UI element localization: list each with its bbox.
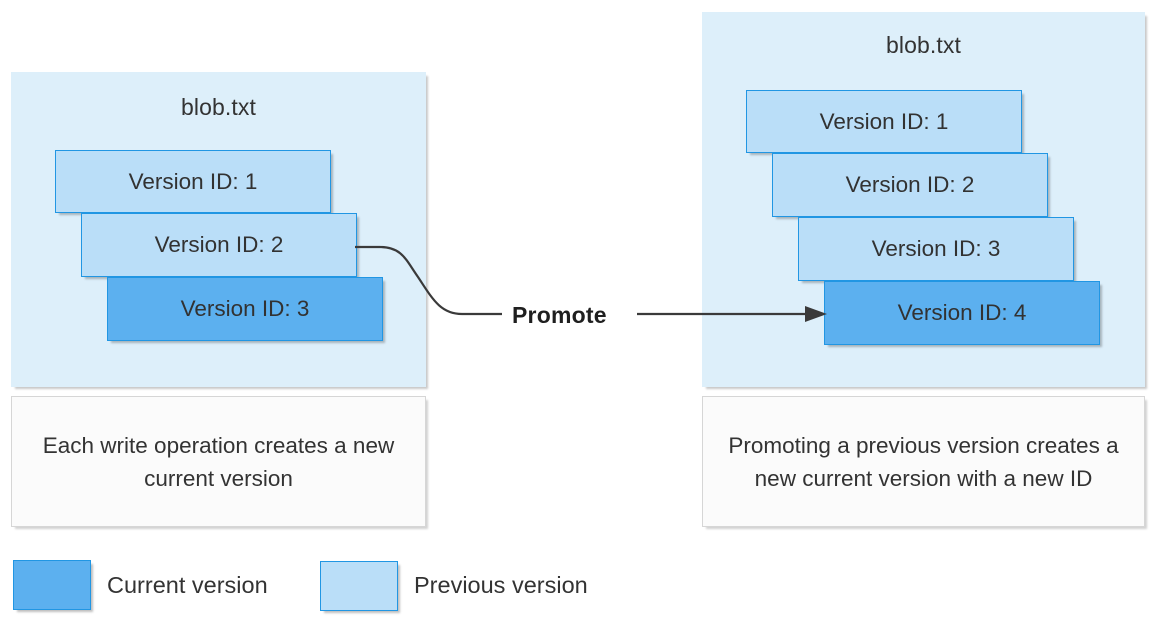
right-version-card-1[interactable]: Version ID: 1 — [746, 90, 1022, 153]
right-version-card-4-label: Version ID: 4 — [897, 300, 1027, 325]
legend-swatch-current-version — [13, 560, 91, 610]
right-blob-panel: blob.txt Version ID: 1 Version ID: 2 Ver… — [702, 12, 1145, 387]
right-caption-box: Promoting a previous version creates a n… — [702, 396, 1145, 527]
right-caption-text: Promoting a previous version creates a n… — [728, 432, 1119, 491]
right-version-card-4[interactable]: Version ID: 4 — [824, 281, 1100, 345]
right-version-card-2-label: Version ID: 2 — [845, 172, 975, 197]
left-version-card-2[interactable]: Version ID: 2 — [81, 213, 357, 277]
left-blob-title: blob.txt — [181, 94, 256, 120]
left-version-card-2-label: Version ID: 2 — [154, 232, 284, 257]
promote-label: Promote — [512, 302, 607, 328]
right-version-card-1-label: Version ID: 1 — [819, 108, 949, 134]
left-caption-text: Each write operation creates a new curre… — [42, 432, 395, 491]
legend-label-current-version: Current version — [107, 572, 268, 598]
left-caption-box: Each write operation creates a new curre… — [11, 396, 426, 527]
left-blob-panel: blob.txt Version ID: 1 Version ID: 2 Ver… — [11, 72, 426, 387]
left-version-card-1-label: Version ID: 1 — [128, 168, 258, 194]
legend-swatch-previous-version — [320, 561, 398, 611]
left-version-card-1[interactable]: Version ID: 1 — [55, 150, 331, 213]
legend-label-previous-version: Previous version — [414, 572, 588, 598]
right-version-card-2[interactable]: Version ID: 2 — [772, 153, 1048, 217]
right-version-card-3-label: Version ID: 3 — [871, 236, 1001, 261]
left-version-card-3[interactable]: Version ID: 3 — [107, 277, 383, 341]
right-version-card-3[interactable]: Version ID: 3 — [798, 217, 1074, 281]
left-version-card-3-label: Version ID: 3 — [180, 296, 310, 321]
right-blob-title: blob.txt — [886, 32, 961, 58]
